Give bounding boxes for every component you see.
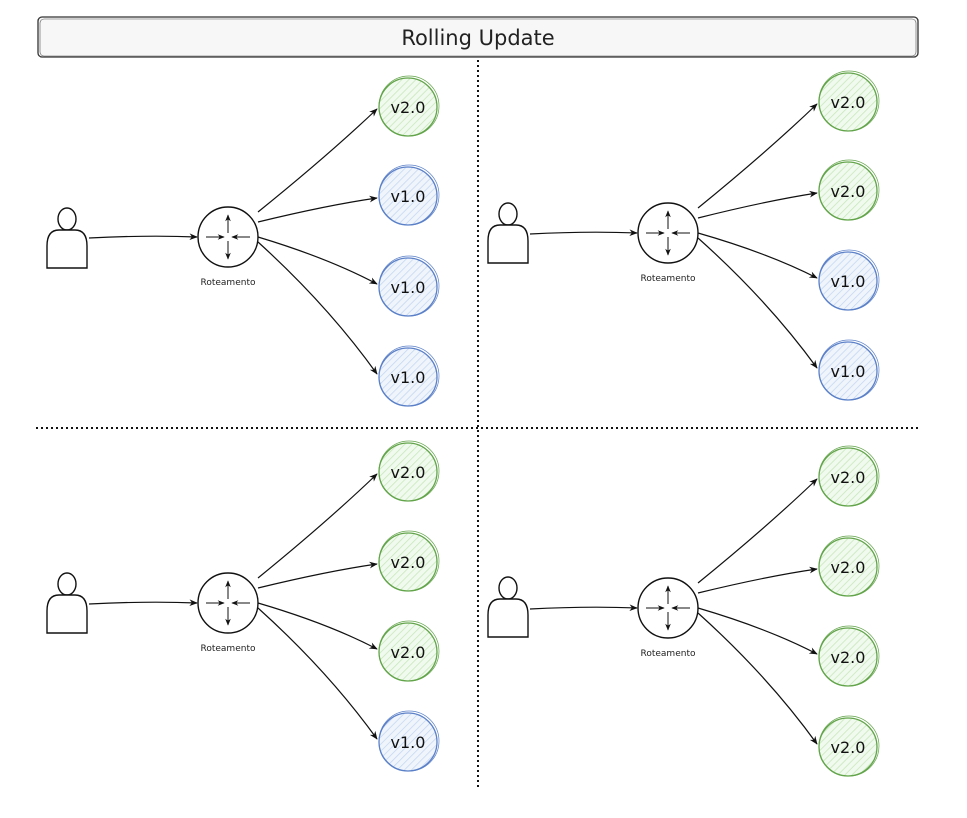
instance-version-label: v1.0	[391, 368, 426, 387]
quadrant-top-left: Roteamento v2.0 v1.0 v1.0 v1.0	[46, 75, 440, 407]
instance-version-label: v1.0	[831, 272, 866, 291]
instance-version-label: v2.0	[391, 463, 426, 482]
router-to-instance-arrow	[257, 607, 378, 740]
instance-version-label: v2.0	[831, 738, 866, 757]
instance-version-label: v1.0	[391, 278, 426, 297]
user-to-router-arrow	[88, 599, 198, 607]
person-icon	[487, 202, 529, 264]
instance-version-label: v1.0	[391, 187, 426, 206]
instance-version-label: v2.0	[831, 182, 866, 201]
instance-version-label: v2.0	[831, 558, 866, 577]
router-icon	[197, 206, 259, 268]
instance-version-label: v2.0	[831, 648, 866, 667]
router-to-instance-arrow	[697, 478, 818, 584]
instance-v2: v2.0	[378, 620, 440, 682]
instance-version-label: v2.0	[391, 643, 426, 662]
instance-v2: v2.0	[378, 75, 440, 137]
instance-version-label: v2.0	[831, 468, 866, 487]
instance-v1: v1.0	[818, 249, 880, 311]
instance-version-label: v2.0	[391, 553, 426, 572]
person-icon	[46, 207, 88, 269]
router-to-instance-arrow	[257, 241, 378, 375]
router-icon	[637, 577, 699, 639]
instance-v1: v1.0	[378, 164, 440, 226]
diagram-title: Rolling Update	[401, 26, 554, 50]
instance-v2: v2.0	[378, 530, 440, 592]
router-to-instance-arrow	[697, 566, 818, 594]
instance-v2: v2.0	[818, 159, 880, 221]
instance-version-label: v1.0	[831, 362, 866, 381]
router-to-instance-arrow	[257, 108, 378, 213]
router-to-instance-arrow	[257, 561, 378, 589]
router-to-instance-arrow	[697, 612, 818, 745]
router-to-instance-arrow	[697, 607, 818, 655]
router-label: Roteamento	[201, 278, 256, 288]
user-to-router-arrow	[529, 604, 638, 612]
router-to-instance-arrow	[257, 195, 378, 223]
router-to-instance-arrow	[697, 232, 818, 279]
instance-v2: v2.0	[818, 715, 880, 777]
router-icon	[637, 202, 699, 264]
router-label: Roteamento	[641, 649, 696, 659]
instance-v2: v2.0	[818, 625, 880, 687]
instance-version-label: v1.0	[391, 733, 426, 752]
user-to-router-arrow	[529, 229, 638, 237]
user-to-router-arrow	[88, 233, 198, 241]
router-to-instance-arrow	[257, 473, 378, 579]
router-to-instance-arrow	[697, 190, 818, 219]
instance-version-label: v2.0	[391, 98, 426, 117]
instance-v2: v2.0	[818, 535, 880, 597]
instance-v1: v1.0	[378, 710, 440, 772]
quadrant-bottom-right: Roteamento v2.0 v2.0 v2.0 v2.0	[487, 445, 880, 777]
quadrant-bottom-left: Roteamento v2.0 v2.0 v2.0 v1.0	[46, 440, 440, 772]
router-icon	[197, 572, 259, 634]
quadrant-top-right: Roteamento v2.0 v2.0 v1.0 v1.0	[487, 70, 880, 401]
router-to-instance-arrow	[697, 103, 818, 209]
instance-v1: v1.0	[378, 345, 440, 407]
person-icon	[487, 576, 529, 638]
instance-v2: v2.0	[818, 70, 880, 132]
instance-v2: v2.0	[378, 440, 440, 502]
router-to-instance-arrow	[257, 602, 378, 650]
title-banner: Rolling Update	[37, 16, 919, 58]
router-to-instance-arrow	[697, 237, 818, 369]
instance-version-label: v2.0	[831, 93, 866, 112]
person-icon	[46, 572, 88, 634]
instance-v1: v1.0	[818, 339, 880, 401]
router-to-instance-arrow	[257, 236, 378, 285]
quadrant-dividers	[36, 60, 918, 790]
router-label: Roteamento	[201, 644, 256, 654]
instance-v2: v2.0	[818, 445, 880, 507]
router-label: Roteamento	[641, 274, 696, 284]
instance-v1: v1.0	[378, 255, 440, 317]
